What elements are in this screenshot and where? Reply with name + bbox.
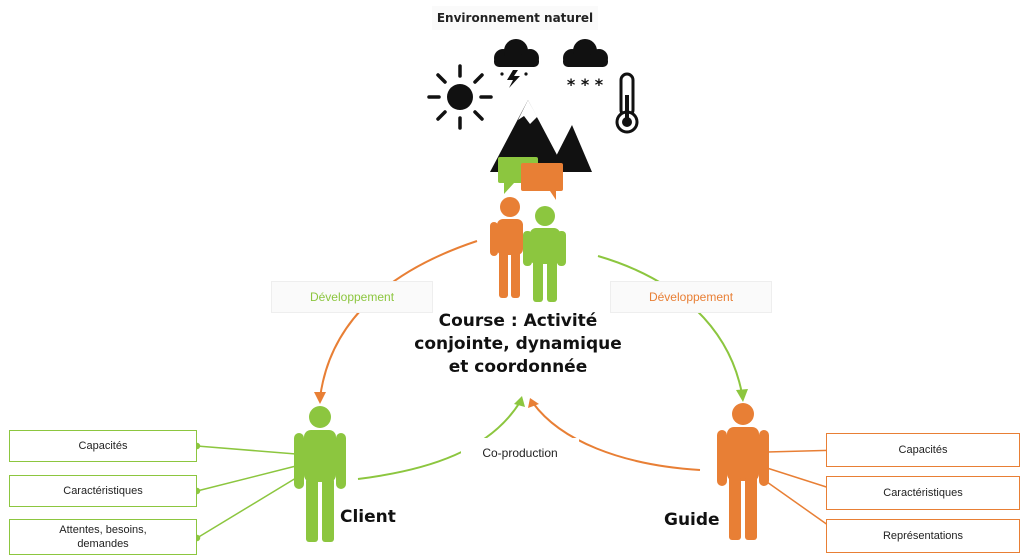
center-orange-person-icon [490,197,523,298]
speech-bubble-icon [498,157,563,200]
development-label-right: Développement [610,281,772,313]
client-name: Client [340,507,396,527]
client-attribute-attentes-line-1: Attentes, besoins, [59,524,147,536]
snow-cloud-icon: * * * [563,39,608,94]
storm-cloud-icon [494,39,539,88]
mountain-icon [490,100,592,172]
client-attribute-caracteristiques: Caractéristiques [9,475,197,507]
client-attribute-capacites: Capacités [9,430,197,462]
coproduction-arrow-guide [528,398,701,471]
environment-title: Environnement naturel [432,6,598,30]
client-attribute-attentes-line-2: demandes [77,538,129,550]
guide-person-icon [717,403,769,540]
client-attribute-attentes: Attentes, besoins, demandes [9,519,197,555]
client-connectors [193,442,297,542]
coproduction-arrow-client [357,396,525,480]
activity-title-line-2: conjointe, dynamique [414,334,622,354]
guide-name: Guide [664,510,720,530]
svg-text:* * *: * * * [567,75,604,94]
thermometer-icon [615,72,639,134]
guide-attribute-representations: Représentations [826,519,1020,553]
guide-attribute-capacites: Capacités [826,433,1020,467]
center-green-person-icon [523,206,566,302]
guide-attribute-caracteristiques: Caractéristiques [826,476,1020,510]
client-person-icon [294,406,346,542]
sun-icon [427,64,493,130]
activity-title-line-1: Course : Activité [438,311,598,331]
coproduction-label: Co-production [461,438,579,468]
development-label-left: Développement [271,281,433,313]
activity-title: Course : Activité conjointe, dynamique e… [395,310,641,379]
activity-title-line-3: et coordonnée [448,357,588,377]
